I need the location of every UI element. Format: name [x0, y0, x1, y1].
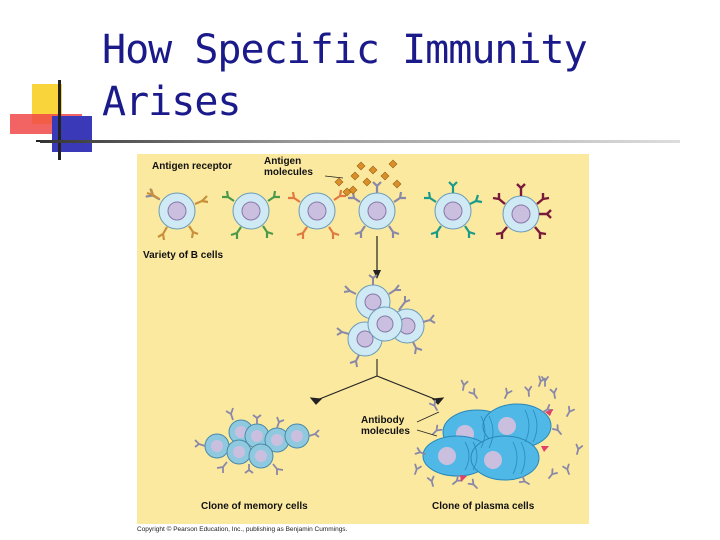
- label-clone-memory-cells: Clone of memory cells: [201, 501, 308, 512]
- differentiation-arrows: [309, 359, 445, 405]
- label-antigen: Antigen: [264, 156, 302, 167]
- label-antigen-receptor: Antigen receptor: [152, 161, 233, 172]
- title-rule: [40, 140, 680, 143]
- memory-cell-clone: [194, 407, 320, 475]
- title-line-2: Arises: [102, 79, 241, 125]
- label-antigen-molecules: molecules: [264, 167, 313, 178]
- title-line-1: How Specific Immunity: [102, 27, 588, 73]
- deco-vertical-line: [58, 80, 61, 160]
- b-cell-3: [288, 189, 346, 239]
- b-cell-selected: [348, 181, 406, 238]
- label-variety-b-cells: Variety of B cells: [143, 250, 224, 261]
- antigen-molecules: [334, 159, 402, 197]
- label-clone-plasma-cells: Clone of plasma cells: [432, 501, 535, 512]
- copyright-notice: Copyright © Pearson Education, Inc., pub…: [137, 526, 348, 533]
- antibody-pointer-2: [416, 429, 438, 437]
- label-antibody: Antibody: [361, 415, 405, 426]
- proliferation-arrow: [373, 236, 381, 279]
- b-cell-1: [145, 188, 209, 241]
- b-cell-diagram: [145, 159, 584, 492]
- b-cell-5: [424, 181, 483, 238]
- slide-title: How Specific Immunity Arises: [102, 24, 588, 128]
- b-cell-2: [222, 190, 280, 239]
- proliferating-clone: [336, 274, 436, 368]
- antigen-pointer: [324, 175, 344, 179]
- title-decoration: [10, 80, 96, 160]
- plasma-cell-clone: [422, 403, 552, 481]
- label-antibody-molecules: molecules: [361, 426, 410, 437]
- antibody-pointer-1: [416, 411, 440, 423]
- secretion-arrows: [460, 409, 553, 482]
- b-cell-6: [492, 183, 552, 239]
